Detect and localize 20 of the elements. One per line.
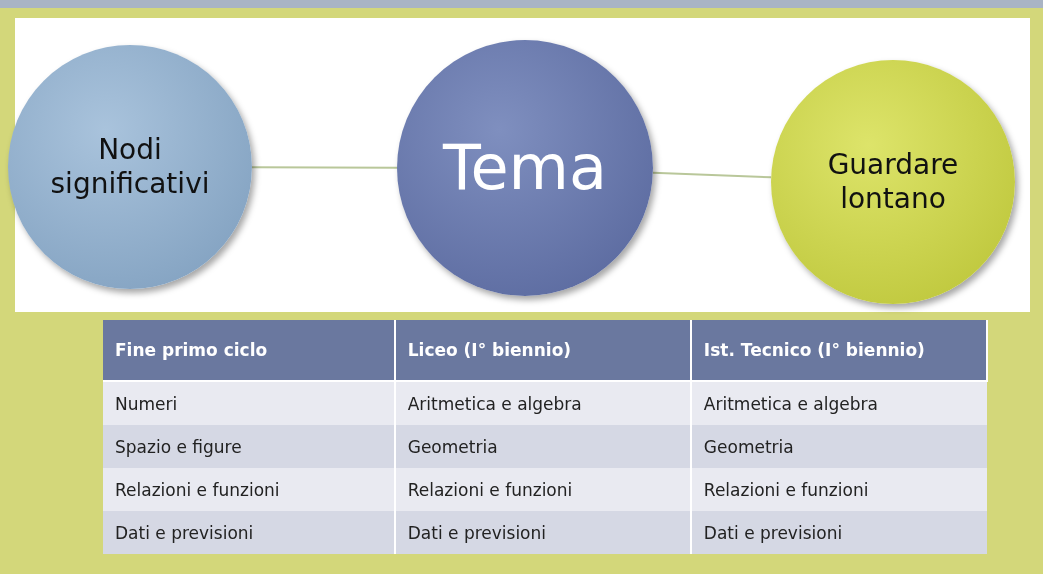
table-cell: Dati e previsioni — [103, 511, 395, 554]
table-cell: Relazioni e funzioni — [690, 468, 987, 511]
table-cell: Aritmetica e algebra — [394, 381, 691, 425]
node-label: Nodi significativi — [49, 133, 211, 201]
node-label: Guardare lontano — [826, 148, 960, 216]
column-header: Liceo (I° biennio) — [394, 320, 691, 381]
table-cell: Numeri — [103, 381, 395, 425]
column-header: Fine primo ciclo — [103, 320, 395, 381]
table-cell: Spazio e figure — [103, 425, 395, 468]
table-cell: Relazioni e funzioni — [394, 468, 691, 511]
table-cell: Aritmetica e algebra — [690, 381, 987, 425]
table-cell: Dati e previsioni — [394, 511, 691, 554]
connector-line — [251, 166, 398, 169]
node-label: Tema — [443, 130, 607, 206]
table-cell: Relazioni e funzioni — [103, 468, 395, 511]
table-cell: Geometria — [690, 425, 987, 468]
column-header: Ist. Tecnico (I° biennio) — [690, 320, 987, 381]
table-cell: Geometria — [394, 425, 691, 468]
table-cell: Dati e previsioni — [690, 511, 987, 554]
connector-line — [651, 171, 773, 179]
